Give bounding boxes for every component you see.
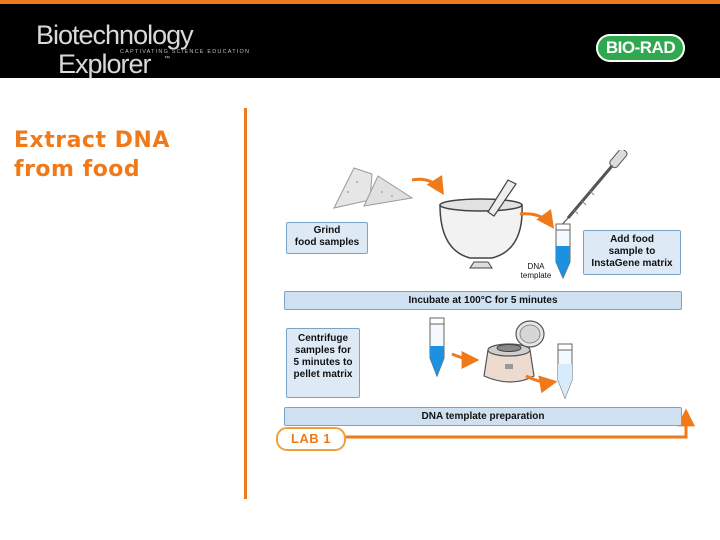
step-incubate: Incubate at 100°C for 5 minutes (284, 291, 682, 310)
arrow-icon (411, 175, 444, 196)
pipette-icon (559, 150, 628, 228)
logo-trademark: ™ (164, 56, 170, 62)
arrow-icon (525, 374, 558, 394)
step-grind-food: Grind food samples (286, 222, 368, 254)
mortar-pestle-icon (439, 179, 523, 269)
header-banner: Biotechnology Explorer ™ CAPTIVATING SCI… (0, 4, 720, 79)
process-diagram: Grind food samples Add food sample to In… (262, 150, 702, 460)
lab-1-label: LAB 1 (276, 427, 346, 451)
step-add-food: Add food sample to InstaGene matrix (583, 230, 681, 275)
vertical-divider (244, 108, 247, 499)
step-dna-preparation: DNA template preparation (284, 407, 682, 426)
dna-template-label: DNA template (520, 262, 552, 280)
centrifuge-icon (483, 320, 545, 383)
arrow-icon (344, 408, 695, 439)
tube-icon (557, 343, 573, 400)
logo-line-2: Explorer (58, 49, 152, 79)
logo-line-1: Biotechnology (36, 20, 194, 50)
step-centrifuge: Centrifuge samples for 5 minutes to pell… (286, 328, 360, 398)
title-line-2: from food (14, 157, 141, 182)
tube-icon (555, 223, 571, 280)
arrow-icon (451, 350, 480, 369)
title-line-1: Extract DNA (14, 128, 170, 153)
arrow-icon (519, 209, 555, 229)
food-sample-icon (333, 167, 414, 209)
tube-icon (429, 317, 445, 378)
top-accent-rule (0, 0, 720, 4)
bio-rad-logo: BIO-RAD (596, 34, 685, 62)
slide-title: Extract DNA from food (14, 126, 170, 184)
logo-tagline: CAPTIVATING SCIENCE EDUCATION (120, 49, 251, 55)
diagram-artwork (333, 150, 695, 439)
